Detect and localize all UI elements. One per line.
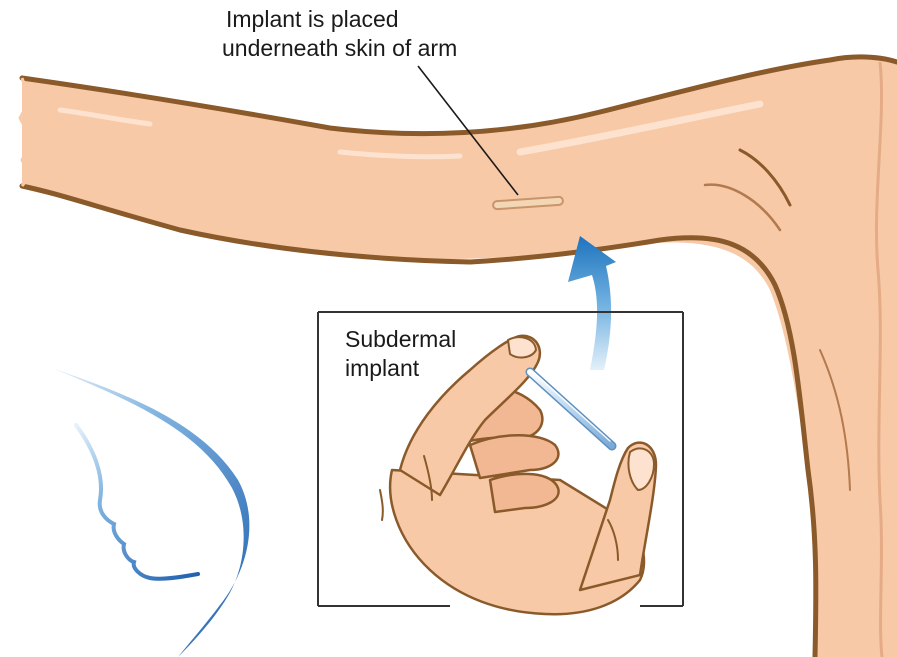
knuckle-crease — [380, 490, 383, 520]
face-profile-icon — [52, 368, 249, 657]
curved-up-arrow-icon — [568, 236, 616, 370]
implant-callout-label: Implant is placed underneath skin of arm — [222, 6, 457, 61]
subdermal-implant-rod — [530, 371, 612, 446]
implant-callout-line1: Implant is placed — [226, 6, 399, 32]
subdermal-line2: implant — [345, 355, 420, 381]
subdermal-line1: Subdermal — [345, 326, 456, 352]
subdermal-label: Subdermal implant — [345, 326, 456, 381]
index-fingernail — [508, 337, 536, 357]
implant-callout-line2: underneath skin of arm — [222, 35, 457, 61]
finger-middle — [470, 435, 558, 478]
hand-illustration — [380, 336, 656, 614]
